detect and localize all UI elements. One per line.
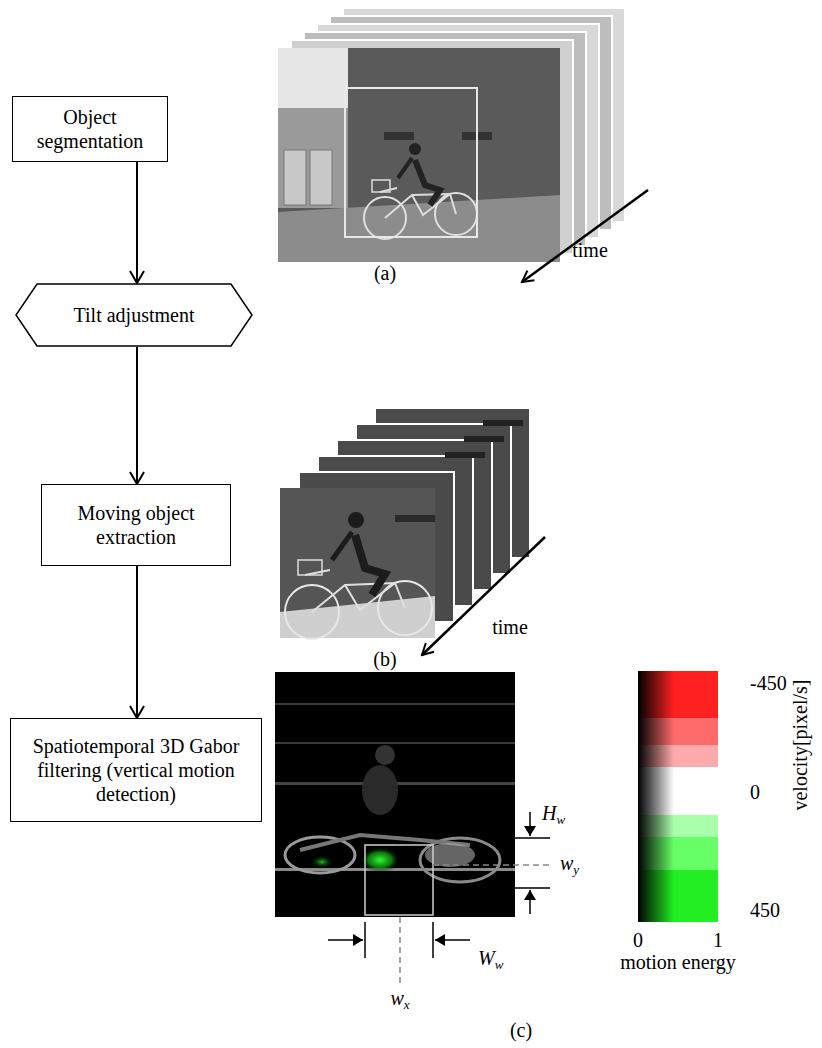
process-hexagon: Tilt adjustment bbox=[15, 283, 253, 347]
motion-energy-image bbox=[275, 672, 515, 917]
flow-arrow bbox=[136, 566, 138, 718]
node-text: Tilt adjustment bbox=[74, 303, 195, 327]
frame-stack-a bbox=[278, 8, 625, 262]
time-arrow bbox=[522, 190, 648, 282]
node-text: Moving object extraction bbox=[50, 501, 222, 549]
dimension-label: Ww bbox=[478, 947, 503, 972]
scale-value: 0 bbox=[750, 781, 760, 803]
scale-value: 1 bbox=[713, 929, 723, 951]
axis-label: time bbox=[572, 239, 608, 261]
flow-arrow bbox=[136, 347, 138, 484]
axis-label: time bbox=[492, 616, 528, 638]
colour-bar bbox=[638, 671, 718, 922]
panel-label: (c) bbox=[510, 1019, 532, 1041]
panel-label: (b) bbox=[373, 648, 396, 670]
process-box: Object segmentation bbox=[12, 96, 168, 162]
axis-title: motion energy bbox=[620, 951, 736, 973]
axis-title: velocity[pixel/s] bbox=[789, 679, 811, 810]
process-box: Spatiotemporal 3D Gabor filtering (verti… bbox=[10, 718, 262, 822]
dimension-label: Hw bbox=[542, 802, 565, 827]
dimension-label: wx bbox=[390, 987, 409, 1012]
frame-stack-b bbox=[280, 408, 530, 639]
scale-value: 450 bbox=[750, 899, 780, 921]
node-text: Spatiotemporal 3D Gabor filtering (verti… bbox=[19, 734, 253, 806]
panel-label: (a) bbox=[374, 262, 396, 284]
time-arrow bbox=[422, 537, 545, 655]
dimension-label: wy bbox=[560, 852, 579, 877]
flow-arrow bbox=[136, 162, 138, 283]
process-box: Moving object extraction bbox=[41, 484, 231, 566]
scale-value: -450 bbox=[750, 672, 787, 694]
scale-value: 0 bbox=[633, 929, 643, 951]
node-text: Object segmentation bbox=[21, 105, 159, 153]
